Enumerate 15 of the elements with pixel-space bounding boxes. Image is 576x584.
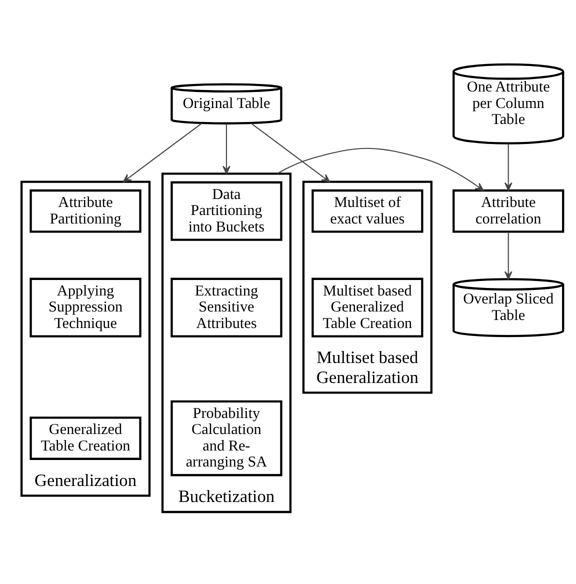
node-box: Data Partitioning into Buckets [170,180,282,240]
node-box: Multiset of exact values [312,188,424,232]
node-box: Probability Calculation and Re-arranging SA [170,400,282,476]
arrow [222,123,230,174]
node-box: Generalized Table Creation [30,416,142,460]
node-box: Extracting Sensitive Attributes [170,277,282,337]
arrow [504,142,512,190]
arrow [122,122,202,182]
arrow [276,147,484,190]
node-box: Applying Suppression Technique [30,277,142,337]
arrow [504,231,512,280]
node-box: Multiset based Generalized Table Creation [312,277,424,337]
arrow [251,122,330,182]
node-box: Attribute Partitioning [30,188,142,232]
node-box: Attribute correlation [452,188,564,232]
